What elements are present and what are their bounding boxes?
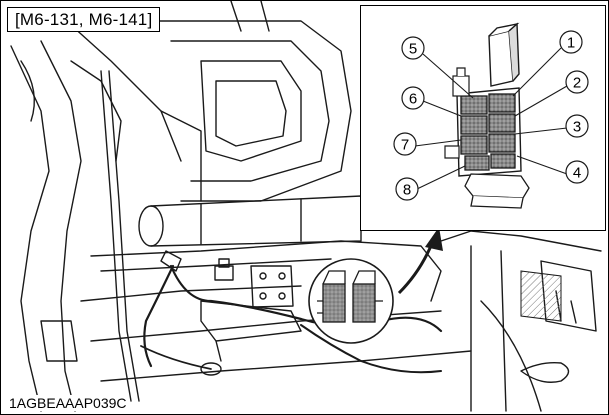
callout-number-1: 1 [567,35,575,52]
callout-4-icon [565,160,589,184]
callout-7-icon [393,132,417,156]
callout-number-7: 7 [401,137,409,154]
callout-number-4: 4 [573,165,581,182]
callout-5-icon [401,36,425,60]
relay-cluster-drawing: 5 6 7 8 1 2 3 4 [393,22,589,209]
left-pillar-outline [10,45,50,412]
left-pillar-inner [40,40,82,412]
model-tag: [M6-131, M6-141] [7,7,161,32]
callout-number-2: 2 [573,75,581,92]
figure-code: 1AGBEAAAP039C [7,395,129,411]
callout-6-icon [401,86,425,110]
bracket-plate [250,265,294,308]
callout-number-3: 3 [573,119,581,136]
callout-number-8: 8 [403,182,411,199]
relay-right [352,283,376,323]
callout-3-icon [565,114,589,138]
detail-inset: 5 6 7 8 1 2 3 4 [360,5,606,231]
callout-number-5: 5 [409,41,417,58]
callout-2-icon [565,70,589,94]
callout-number-6: 6 [409,91,417,108]
callout-1-icon [559,30,583,54]
magnify-circle [308,258,394,344]
relay-left [322,283,346,323]
callout-8-icon [395,177,419,201]
callout-arrow [397,240,435,295]
arrowhead-icon [425,227,443,251]
